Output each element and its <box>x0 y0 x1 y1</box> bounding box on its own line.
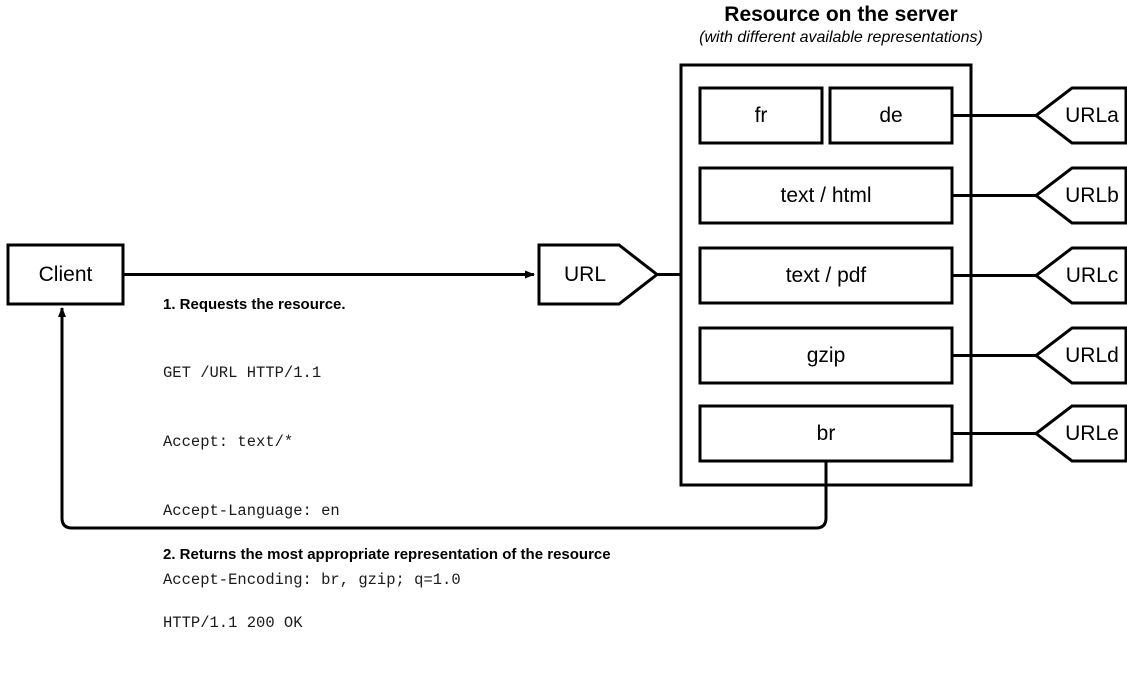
request-lines: GET /URL HTTP/1.1 Accept: text/* Accept-… <box>163 316 461 638</box>
representation-box-fr <box>698 86 824 145</box>
representation-box-gzip <box>698 326 954 385</box>
request-line-1: Accept: text/* <box>163 433 294 451</box>
url-variant-shape-urlc <box>1033 246 1127 305</box>
request-line-3: Accept-Encoding: br, gzip; q=1.0 <box>163 571 461 589</box>
representation-box-de <box>828 86 954 145</box>
response-message-block: 2. Returns the most appropriate represen… <box>163 544 611 679</box>
url-variant-shape-urle <box>1033 404 1127 463</box>
url-variant-shape-urlb <box>1033 166 1127 225</box>
request-heading: 1. Requests the resource. <box>163 296 346 313</box>
response-arrow <box>58 307 828 530</box>
client-box <box>6 243 125 306</box>
request-message-block: 1. Requests the resource. GET /URL HTTP/… <box>163 294 461 638</box>
representation-box-br <box>698 404 954 463</box>
url-variant-shape-urld <box>1033 326 1127 385</box>
representation-box-text-html <box>698 166 954 225</box>
response-lines: HTTP/1.1 200 OK Content-Location: /URLe … <box>163 566 611 679</box>
response-line-0: HTTP/1.1 200 OK <box>163 614 303 632</box>
request-line-2: Accept-Language: en <box>163 502 340 520</box>
server-title: Resource on the server <box>724 3 958 26</box>
request-line-0: GET /URL HTTP/1.1 <box>163 364 322 382</box>
server-title-block: Resource on the server (with different a… <box>661 2 1021 48</box>
representation-box-text-pdf <box>698 246 954 305</box>
server-subtitle: (with different available representation… <box>699 29 983 46</box>
url-variant-shape-urla <box>1033 86 1127 145</box>
response-heading: 2. Returns the most appropriate represen… <box>163 546 611 563</box>
url-tag-shape <box>537 243 660 306</box>
